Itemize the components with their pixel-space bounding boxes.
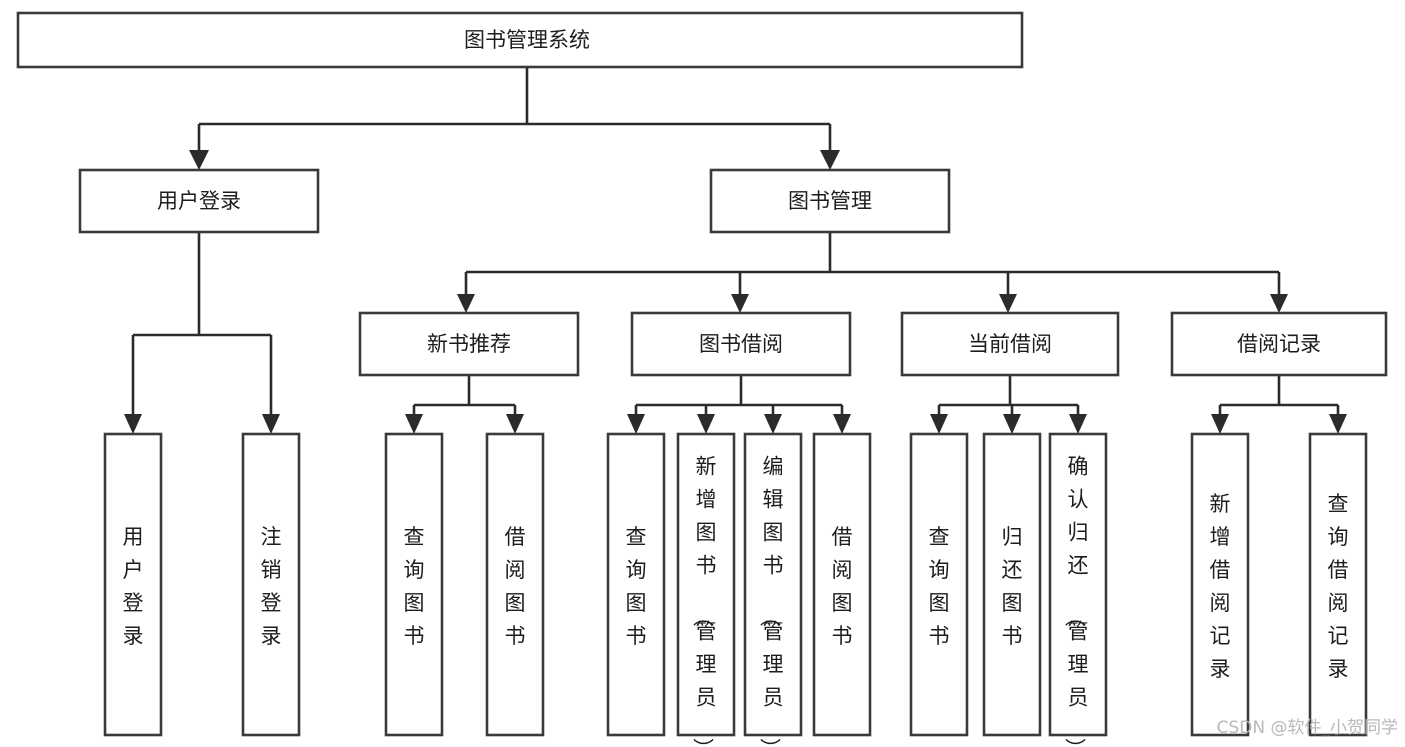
node-leaf-confirm-return-label: 确认归还（管理员） (1063, 455, 1089, 747)
node-borrow-record-box[interactable] (1170, 311, 1388, 377)
arrowhead-leaf-logout (262, 414, 280, 434)
node-leaf-query-book-3[interactable]: 查询图书 (909, 432, 969, 737)
connector-group-borrow-record (1211, 375, 1347, 434)
arrowhead-leaf-query-record (1329, 414, 1347, 434)
node-book-borrow-box[interactable] (630, 311, 852, 377)
node-new-book-recommend-label: 新书推荐 (427, 332, 511, 356)
connector-group-root (189, 67, 840, 170)
node-current-borrow-label: 当前借阅 (968, 332, 1052, 356)
arrowhead-leaf-user-login (124, 414, 142, 434)
leaf-node-layer: 用户登录 注销登录 查询图书 借阅图书 查询图书 新增图书（管理员） 编辑图书（管理员） 借阅… (103, 432, 1368, 747)
connector-group-current-borrow (930, 375, 1087, 434)
node-leaf-confirm-return-box[interactable] (1048, 432, 1108, 737)
arrowhead-current-borrow (999, 294, 1017, 313)
node-leaf-add-record-label: 新增借阅记录 (1210, 492, 1231, 681)
node-root[interactable]: 图书管理系统 (16, 11, 1024, 69)
node-leaf-add-book-box[interactable] (676, 432, 736, 737)
node-current-borrow[interactable]: 当前借阅 (900, 311, 1120, 377)
arrowhead-leaf-borrow-book-1 (506, 414, 524, 434)
node-user-login-label: 用户登录 (157, 189, 241, 213)
arrowhead-new-book-recommend (457, 294, 475, 313)
node-leaf-query-book-1[interactable]: 查询图书 (384, 432, 444, 737)
arrowhead-leaf-borrow-book-2 (833, 414, 851, 434)
node-leaf-borrow-book-2[interactable]: 借阅图书 (812, 432, 872, 737)
node-leaf-add-record[interactable]: 新增借阅记录 (1190, 432, 1250, 737)
node-user-login-box[interactable] (78, 168, 320, 234)
node-book-manage-label: 图书管理 (788, 189, 872, 213)
node-book-borrow-label: 图书借阅 (699, 332, 783, 356)
node-leaf-query-record[interactable]: 查询借阅记录 (1308, 432, 1368, 737)
node-leaf-borrow-book-1-label: 借阅图书 (505, 525, 526, 648)
node-leaf-confirm-return[interactable]: 确认归还（管理员） (1048, 432, 1108, 747)
watermark-label: CSDN @软件_小贺同学 (1217, 718, 1398, 738)
arrowhead-book-borrow (731, 294, 749, 313)
node-current-borrow-box[interactable] (900, 311, 1120, 377)
node-leaf-query-book-1-label: 查询图书 (404, 525, 425, 648)
node-leaf-user-login[interactable]: 用户登录 (103, 432, 163, 737)
node-leaf-edit-book-box[interactable] (743, 432, 803, 737)
node-leaf-user-login-box[interactable] (103, 432, 163, 737)
arrowhead-leaf-query-book-1 (405, 414, 423, 434)
node-leaf-query-record-box[interactable] (1308, 432, 1368, 737)
node-leaf-edit-book-label: 编辑图书（管理员） (758, 455, 784, 747)
arrowhead-borrow-record (1270, 294, 1288, 313)
node-leaf-add-record-box[interactable] (1190, 432, 1250, 737)
node-leaf-borrow-book-1[interactable]: 借阅图书 (485, 432, 545, 737)
node-leaf-borrow-book-2-label: 借阅图书 (832, 525, 853, 648)
node-leaf-query-book-1-box[interactable] (384, 432, 444, 737)
arrowhead-leaf-edit-book (764, 414, 782, 434)
node-borrow-record-label: 借阅记录 (1237, 332, 1321, 356)
node-leaf-logout-box[interactable] (241, 432, 301, 737)
connector-group-user-login (124, 232, 280, 434)
node-leaf-query-record-label: 查询借阅记录 (1328, 492, 1349, 681)
node-leaf-query-book-2[interactable]: 查询图书 (606, 432, 666, 737)
arrowhead-leaf-add-record (1211, 414, 1229, 434)
node-leaf-query-book-3-label: 查询图书 (929, 525, 950, 648)
node-borrow-record[interactable]: 借阅记录 (1170, 311, 1388, 377)
node-leaf-add-book-label: 新增图书（管理员） (691, 455, 717, 747)
node-new-book-recommend[interactable]: 新书推荐 (358, 311, 580, 377)
node-leaf-return-book[interactable]: 归还图书 (982, 432, 1042, 737)
connector-group-book-manage (457, 232, 1288, 313)
node-book-manage[interactable]: 图书管理 (709, 168, 951, 234)
node-leaf-query-book-2-box[interactable] (606, 432, 666, 737)
node-user-login[interactable]: 用户登录 (78, 168, 320, 234)
node-leaf-edit-book[interactable]: 编辑图书（管理员） (743, 432, 803, 747)
arrowhead-leaf-confirm-return (1069, 414, 1087, 434)
node-leaf-logout-label: 注销登录 (261, 525, 282, 648)
node-leaf-user-login-label: 用户登录 (123, 525, 144, 648)
node-new-book-recommend-box[interactable] (358, 311, 580, 377)
arrowhead-leaf-return-book (1003, 414, 1021, 434)
connector-group-new-book-recommend (405, 375, 524, 434)
node-book-borrow[interactable]: 图书借阅 (630, 311, 852, 377)
node-book-manage-box[interactable] (709, 168, 951, 234)
node-leaf-add-book[interactable]: 新增图书（管理员） (676, 432, 736, 747)
node-leaf-return-book-box[interactable] (982, 432, 1042, 737)
arrowhead-leaf-query-book-3 (930, 414, 948, 434)
node-leaf-query-book-3-box[interactable] (909, 432, 969, 737)
arrowhead-book-manage (820, 150, 840, 170)
node-leaf-return-book-label: 归还图书 (1002, 525, 1023, 648)
connector-group-book-borrow (627, 375, 851, 434)
node-leaf-logout[interactable]: 注销登录 (241, 432, 301, 737)
arrowhead-user-login (189, 150, 209, 170)
node-root-box[interactable] (16, 11, 1024, 69)
arrowhead-leaf-add-book (697, 414, 715, 434)
node-leaf-borrow-book-1-box[interactable] (485, 432, 545, 737)
node-leaf-query-book-2-label: 查询图书 (626, 525, 647, 648)
node-leaf-borrow-book-2-box[interactable] (812, 432, 872, 737)
arrowhead-leaf-query-book-2 (627, 414, 645, 434)
node-root-label: 图书管理系统 (464, 28, 590, 52)
